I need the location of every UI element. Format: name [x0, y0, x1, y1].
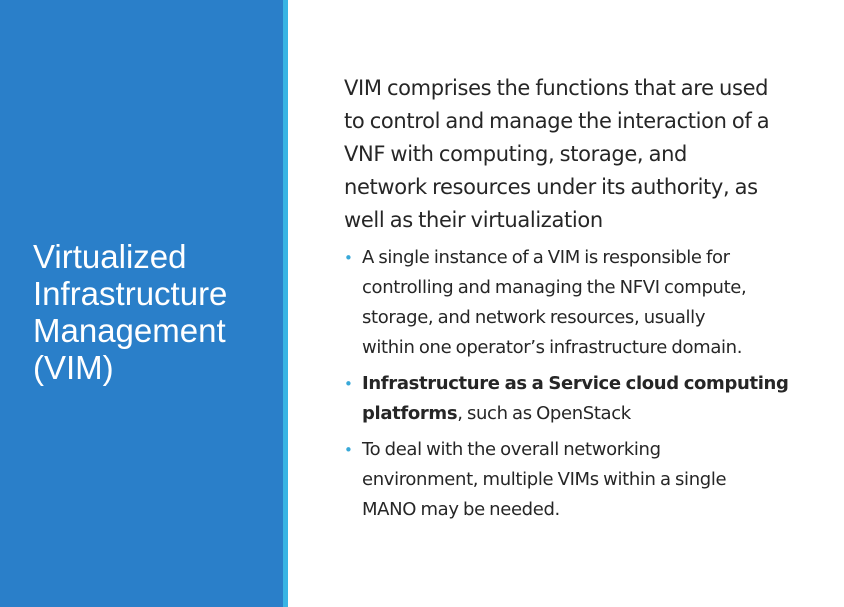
intro-paragraph: VIM comprises the functions that are use…: [344, 72, 822, 237]
title-line: Management: [33, 312, 226, 349]
bullet-bold-text: Infrastructure as a Service cloud comput…: [362, 373, 789, 394]
bullet-line: storage, and network resources, usually: [362, 307, 706, 328]
intro-line: VIM comprises the functions that are use…: [344, 76, 769, 100]
title-line: Infrastructure: [33, 275, 228, 312]
bullet-icon: •: [344, 249, 353, 267]
intro-line: VNF with computing, storage, and: [344, 142, 688, 166]
bullet-item: • Infrastructure as a Service cloud comp…: [344, 369, 822, 429]
bullet-line: A single instance of a VIM is responsibl…: [362, 247, 730, 268]
bullet-line: MANO may be needed.: [362, 499, 560, 520]
title-line: Virtualized: [33, 238, 187, 275]
bullet-icon: •: [344, 375, 353, 393]
title-line: (VIM): [33, 349, 114, 386]
intro-line: to control and manage the interaction of…: [344, 109, 770, 133]
bullet-line: environment, multiple VIMs within a sing…: [362, 469, 727, 490]
intro-line: well as their virtualization: [344, 208, 603, 232]
intro-line: network resources under its authority, a…: [344, 175, 758, 199]
slide-title: Virtualized Infrastructure Management (V…: [33, 238, 278, 386]
bullet-line: To deal with the overall networking: [362, 439, 661, 460]
bullet-item: • A single instance of a VIM is responsi…: [344, 243, 822, 363]
accent-stripe: [283, 0, 288, 607]
bullet-line: within one operator’s infrastructure dom…: [362, 337, 743, 358]
bullet-item: • To deal with the overall networking en…: [344, 435, 822, 525]
slide-content: VIM comprises the functions that are use…: [344, 72, 822, 531]
title-panel: Virtualized Infrastructure Management (V…: [0, 0, 283, 607]
bullet-list: • A single instance of a VIM is responsi…: [344, 243, 822, 525]
bullet-text: , such as OpenStack: [457, 403, 631, 424]
bullet-bold-text: platforms: [362, 403, 458, 424]
bullet-icon: •: [344, 441, 353, 459]
bullet-line: controlling and managing the NFVI comput…: [362, 277, 747, 298]
